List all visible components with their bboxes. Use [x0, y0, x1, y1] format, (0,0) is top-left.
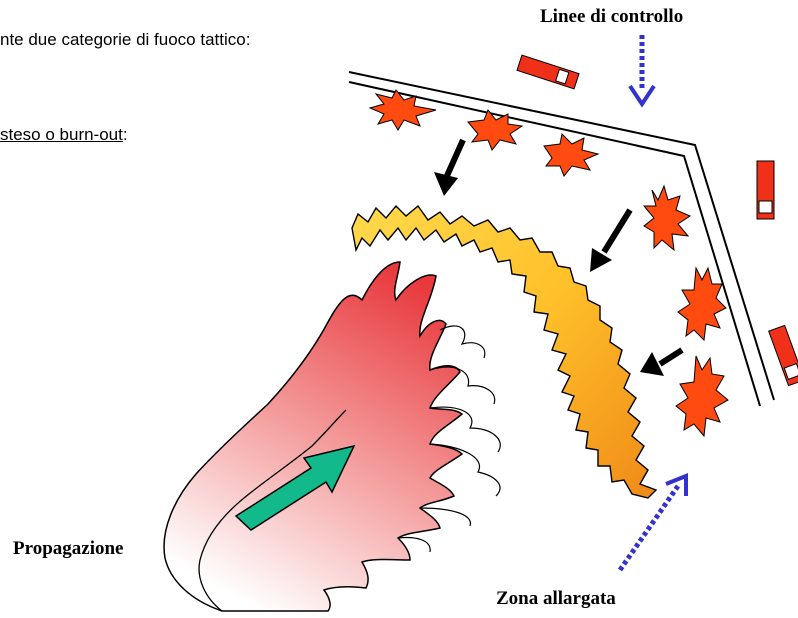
lighting-arrow-3: [640, 350, 682, 376]
main-fire-body: [164, 262, 462, 611]
vehicle-2: [757, 161, 774, 219]
vehicle-1: [517, 55, 579, 89]
lighting-arrow-2: [590, 210, 630, 272]
lighting-arrow-1: [434, 140, 463, 196]
spot-fire-5: [678, 268, 726, 340]
spot-fire-1: [370, 90, 436, 130]
control-lines-pointer-arrow: [630, 35, 654, 104]
spot-fire-4: [644, 186, 690, 250]
spot-fire-2: [468, 110, 522, 150]
spot-fire-3: [544, 134, 598, 176]
vehicle-3: [769, 325, 798, 385]
spot-fire-6: [676, 356, 728, 436]
control-lines-label: Linee di controllo: [540, 6, 683, 28]
propagation-label: Propagazione: [13, 538, 123, 560]
widened-zone-label: Zona allargata: [496, 588, 616, 610]
